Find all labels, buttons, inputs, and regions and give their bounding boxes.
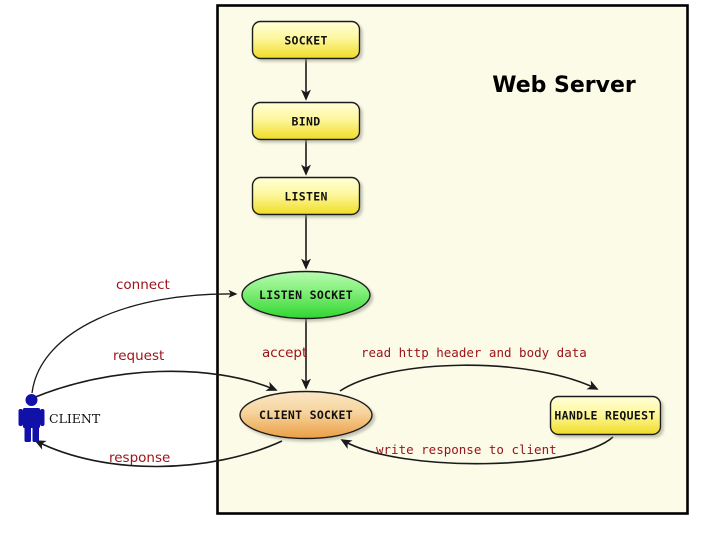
node-bind-label: BIND (292, 115, 321, 129)
edge-label-read-http: read http header and body data (361, 345, 587, 360)
person-icon (18, 394, 45, 442)
node-handle-request[interactable]: HANDLE REQUEST (549, 395, 662, 436)
edge-label-request: request (113, 348, 164, 364)
edge-client-connect (31, 289, 238, 394)
node-bind[interactable]: BIND (251, 101, 361, 141)
node-client-socket[interactable]: CLIENT SOCKET (239, 390, 373, 440)
edge-label-response: response (109, 450, 170, 466)
node-handle-request-label: HANDLE REQUEST (554, 409, 655, 423)
node-listen-socket-label: LISTEN SOCKET (259, 288, 353, 302)
edge-client-socket-response (34, 440, 283, 468)
edge-write-response (340, 436, 614, 465)
edge-client-request (32, 370, 278, 399)
node-listen[interactable]: LISTEN (251, 176, 361, 216)
node-client-socket-label: CLIENT SOCKET (259, 408, 353, 422)
client-actor[interactable]: CLIENT (18, 394, 101, 442)
node-socket-label: SOCKET (284, 34, 327, 48)
edge-label-connect: connect (116, 277, 170, 293)
edge-label-write-response: write response to client (376, 442, 557, 457)
node-socket[interactable]: SOCKET (251, 20, 361, 60)
edge-read-http (339, 364, 599, 392)
node-listen-socket[interactable]: LISTEN SOCKET (241, 270, 371, 320)
edge-label-accept: accept (262, 345, 307, 361)
page-title: Web Server (492, 73, 636, 98)
node-listen-label: LISTEN (284, 190, 327, 204)
client-actor-label: CLIENT (49, 411, 101, 426)
